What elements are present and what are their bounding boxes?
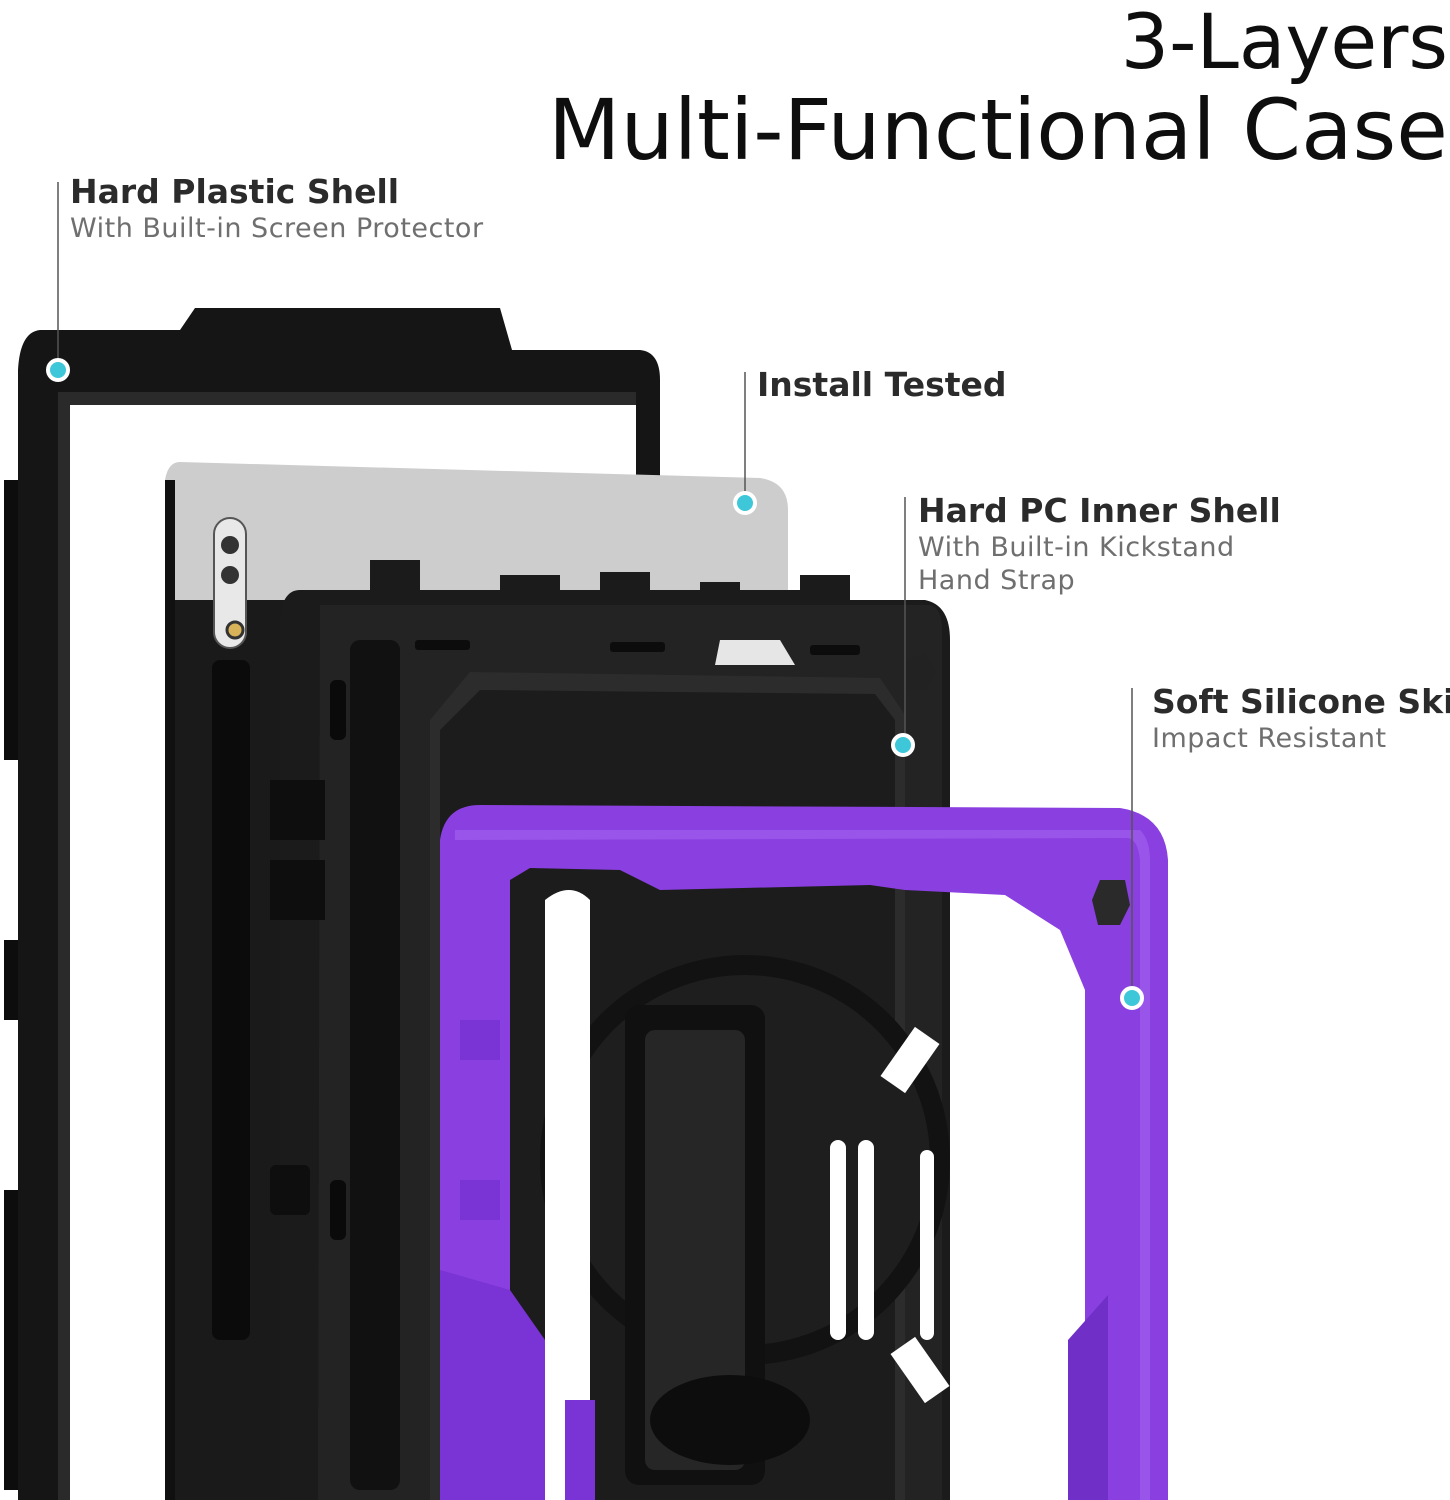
marker-dot-install-tested — [733, 491, 757, 515]
callout-install-tested: Install Tested — [757, 365, 1007, 405]
callout-soft-silicone-skin: Soft Silicone Skin Impact Resistant — [1152, 682, 1450, 755]
callout-subtext: With Built-in Screen Protector — [70, 213, 484, 244]
soft-silicone-skin — [440, 805, 1168, 1500]
callout-hard-pc-inner-shell: Hard PC Inner Shell With Built-in Kickst… — [918, 491, 1281, 597]
callout-heading: Soft Silicone Skin — [1152, 682, 1450, 721]
marker-dot-soft-silicone-skin — [1120, 986, 1144, 1010]
marker-dot-hard-pc-inner-shell — [891, 733, 915, 757]
marker-dot-hard-plastic-shell — [46, 358, 70, 382]
callout-subtext: Hand Strap — [918, 565, 1076, 596]
hard-pc-inner-shell — [270, 560, 950, 1500]
headline: 3-Layers Multi-Functional Case — [548, 0, 1448, 176]
callout-heading: Install Tested — [757, 365, 1007, 404]
hard-plastic-shell-frame — [4, 308, 660, 1500]
headline-line-1: 3-Layers — [1120, 0, 1448, 86]
headline-line-2: Multi-Functional Case — [547, 81, 1448, 179]
callout-heading: Hard Plastic Shell — [70, 172, 400, 211]
callout-heading: Hard PC Inner Shell — [918, 491, 1281, 530]
callout-markers — [46, 358, 1144, 1010]
callout-hard-plastic-shell: Hard Plastic Shell With Built-in Screen … — [70, 172, 484, 245]
callout-subtext: Impact Resistant — [1152, 723, 1387, 754]
leader-lines — [57, 182, 1133, 998]
callout-subtext: With Built-in Kickstand — [918, 532, 1235, 563]
